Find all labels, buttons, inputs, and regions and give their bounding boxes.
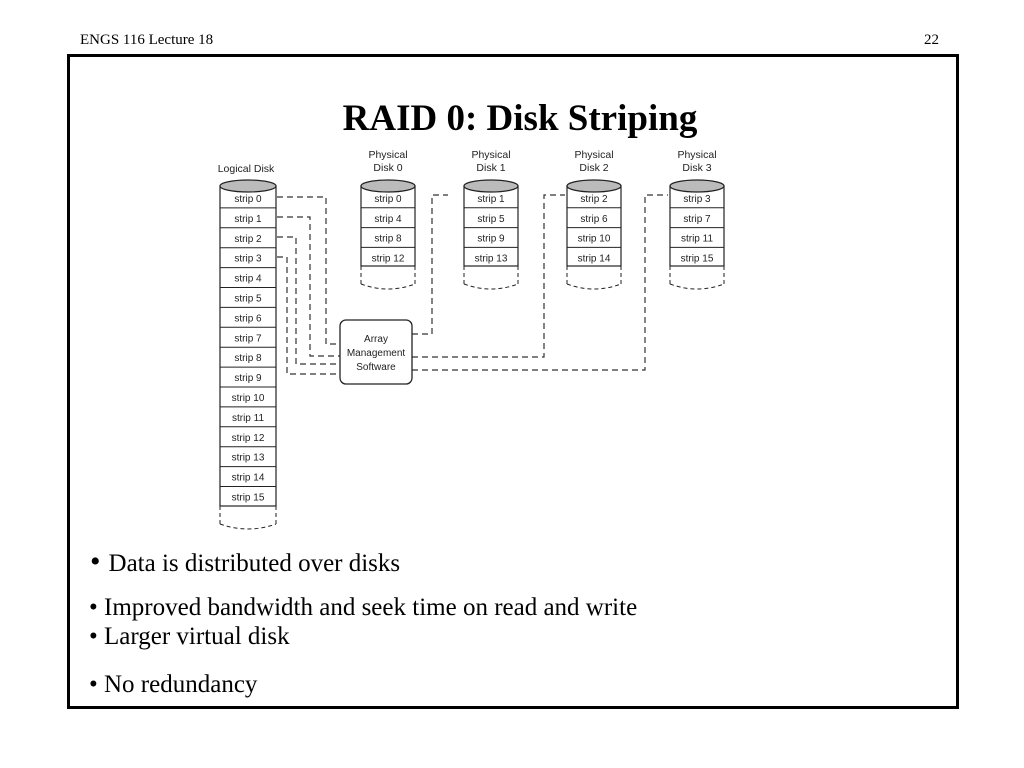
physical-strip: strip 6	[580, 214, 608, 225]
logical-strip: strip 10	[232, 393, 265, 404]
disk2-label-1: Physical	[574, 149, 613, 161]
bullet-larger-disk: • Larger virtual disk	[89, 623, 290, 650]
physical-disk-1: strip 1 strip 5 strip 9 strip 13	[463, 179, 519, 290]
array-label: Array	[364, 334, 388, 345]
bullet-data-distribution: •Data is distributed over disks	[90, 545, 401, 578]
logical-strip: strip 9	[234, 373, 262, 384]
logical-strip: strip 0	[234, 194, 262, 205]
physical-strip: strip 15	[681, 253, 714, 264]
disk1-label-1: Physical	[471, 149, 510, 161]
slide-frame	[67, 54, 959, 709]
logical-strip: strip 7	[234, 333, 262, 344]
physical-strip: strip 13	[475, 253, 508, 264]
physical-strip: strip 4	[374, 214, 402, 225]
logical-strip: strip 12	[232, 433, 265, 444]
page-number: 22	[924, 32, 939, 48]
bullet-text: Data is distributed over disks	[108, 550, 401, 577]
logical-strip: strip 11	[232, 413, 264, 424]
physical-strip: strip 2	[580, 194, 608, 205]
logical-disk-label: Logical Disk	[218, 163, 275, 175]
physical-disk-3: strip 3 strip 7 strip 11 strip 15	[669, 179, 725, 290]
logical-strip: strip 6	[234, 313, 262, 324]
physical-strip: strip 5	[477, 214, 505, 225]
logical-disk: strip 0 strip 1 strip 2 strip 3 strip 4 strip…	[219, 179, 277, 530]
physical-strip: strip 14	[578, 253, 611, 264]
logical-strip: strip 13	[232, 453, 265, 464]
course-header: ENGS 116 Lecture 18	[80, 32, 214, 48]
logical-strip: strip 2	[234, 234, 262, 245]
disk2-label-2: Disk 2	[579, 162, 608, 174]
physical-strip: strip 12	[372, 253, 405, 264]
disk0-label-1: Physical	[368, 149, 407, 161]
disk3-label-1: Physical	[677, 149, 716, 161]
physical-strip: strip 10	[578, 234, 611, 245]
physical-strip: strip 1	[477, 194, 505, 205]
bullet-no-redundancy: • No redundancy	[89, 671, 258, 698]
connection-lines	[277, 194, 668, 375]
physical-strip: strip 0	[374, 194, 402, 205]
physical-disk-0: strip 0 strip 4 strip 8 strip 12	[360, 179, 416, 290]
array-management-box: Array Management Software	[339, 319, 413, 385]
logical-strip: strip 3	[234, 254, 262, 265]
bullet-bandwidth: • Improved bandwidth and seek time on re…	[89, 594, 638, 621]
physical-strip: strip 9	[477, 234, 505, 245]
physical-strip: strip 7	[683, 214, 711, 225]
logical-strip: strip 4	[234, 274, 262, 285]
disk3-label-2: Disk 3	[682, 162, 711, 174]
logical-strip: strip 15	[232, 493, 265, 504]
management-label: Management	[347, 348, 406, 359]
physical-strip: strip 8	[374, 234, 402, 245]
logical-strip: strip 8	[234, 353, 262, 364]
slide-title: RAID 0: Disk Striping	[342, 98, 698, 139]
logical-strip: strip 1	[234, 214, 262, 225]
logical-strip: strip 5	[234, 294, 262, 305]
disk0-label-2: Disk 0	[373, 162, 402, 174]
physical-disk-2: strip 2 strip 6 strip 10 strip 14	[566, 179, 622, 290]
software-label: Software	[356, 362, 396, 373]
physical-strip: strip 11	[681, 234, 713, 245]
logical-strip: strip 14	[232, 473, 265, 484]
disk1-label-2: Disk 1	[476, 162, 505, 174]
physical-strip: strip 3	[683, 194, 711, 205]
